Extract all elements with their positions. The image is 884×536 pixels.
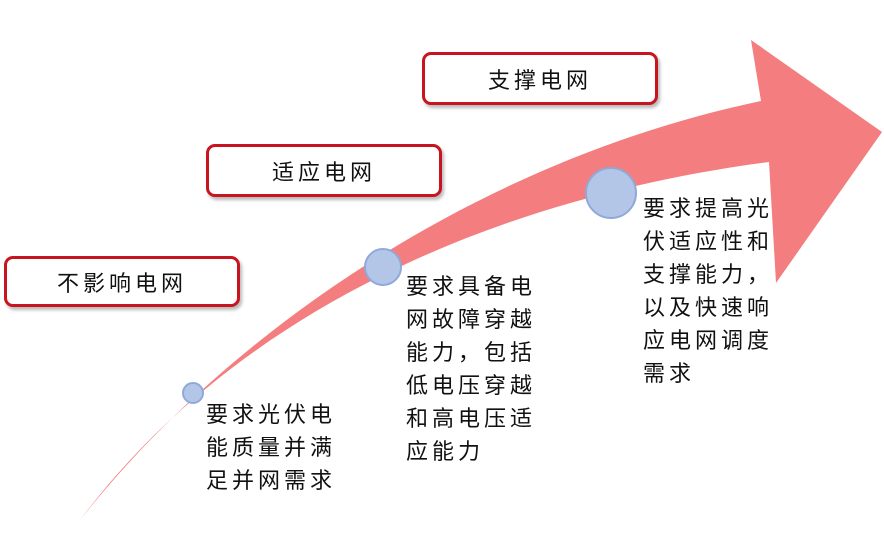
stage-description-3: 要求提高光伏适应性和支撑能力，以及快速响应电网调度需求 <box>643 197 774 387</box>
stage-description-1: 要求光伏电能质量并满足并网需求 <box>206 403 337 494</box>
stage-title-1: 不影响电网 <box>56 271 187 297</box>
stage-marker-2 <box>364 248 402 286</box>
stage-box-2: 适应电网 <box>206 144 442 197</box>
stage-box-1: 不影响电网 <box>4 256 240 307</box>
stage-title-2: 适应电网 <box>271 160 376 186</box>
stage-box-3: 支撑电网 <box>422 52 658 105</box>
stage-title-3: 支撑电网 <box>487 68 592 94</box>
stage-marker-3 <box>585 167 637 219</box>
arrow-shape <box>80 40 882 520</box>
stage-description-2: 要求具备电网故障穿越能力，包括低电压穿越和高电压适应能力 <box>406 275 537 465</box>
stage-marker-1 <box>182 382 204 404</box>
